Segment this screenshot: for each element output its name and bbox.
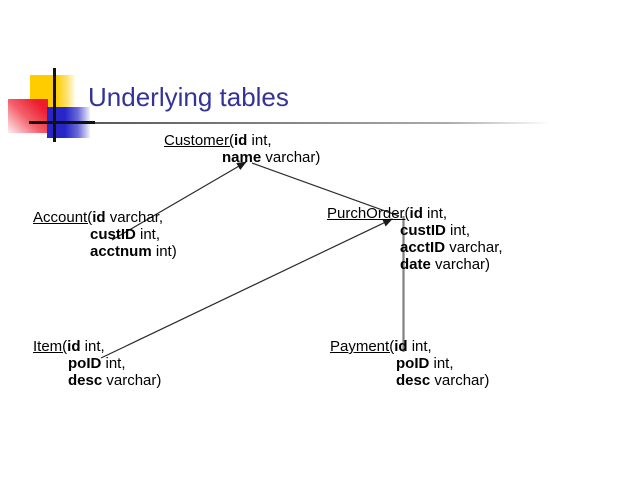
table-field-line: poID int, [330,355,489,372]
table-field-line: desc varchar) [330,372,489,389]
table-def-item: Item(id int,poID int,desc varchar) [33,338,161,389]
field-type: int, [80,338,105,355]
field-key: id [92,209,106,226]
field-key: id [394,338,408,355]
table-field-line: acctnum int) [33,243,177,260]
field-type: varchar) [430,372,490,389]
table-def-purchorder: PurchOrder(id int,custID int,acctID varc… [327,205,503,273]
table-def-account: Account(id varchar,custID int,acctnum in… [33,209,177,260]
table-field-line: desc varchar) [33,372,161,389]
table-field-line: name varchar) [164,149,320,166]
table-def-customer: Customer(id int,name varchar) [164,132,320,166]
table-def-payment: Payment(id int,poID int,desc varchar) [330,338,489,389]
table-name: Account( [33,209,93,226]
field-key: poID [68,355,102,372]
table-name: PurchOrder( [327,205,410,222]
field-type: varchar, [445,239,503,256]
field-key: custID [400,222,446,239]
field-type: int, [429,355,454,372]
field-key: desc [396,372,431,389]
table-field-line: acctID varchar, [327,239,503,256]
field-type: varchar) [261,149,321,166]
title-rule-fade [95,121,565,124]
field-key: name [222,149,262,166]
table-field-line: date varchar) [327,256,503,273]
field-type: int, [422,205,448,222]
table-field-line: Account(id varchar, [33,209,177,226]
field-type: int, [445,222,471,239]
title-rule-dark-segment [29,121,95,124]
table-field-line: poID int, [33,355,161,372]
decoration-red-square [8,99,48,133]
table-field-line: custID int, [33,226,177,243]
field-key: id [67,338,81,355]
field-key: date [400,256,431,273]
field-key: custID [90,226,136,243]
field-type: varchar) [102,372,162,389]
field-type: int, [407,338,432,355]
table-name: Payment( [330,338,395,355]
table-name: Customer( [164,132,235,149]
field-key: desc [68,372,103,389]
table-field-line: Payment(id int, [330,338,489,355]
field-type: int, [247,132,272,149]
decoration-vertical-line [53,68,56,142]
field-type: varchar, [105,209,164,226]
field-type: int) [151,243,177,260]
table-field-line: Customer(id int, [164,132,320,149]
field-type: varchar) [430,256,491,273]
table-name: Item( [33,338,68,355]
table-field-line: PurchOrder(id int, [327,205,503,222]
field-key: acctnum [90,243,152,260]
page-title: Underlying tables [88,82,289,112]
field-key: poID [396,355,430,372]
field-type: int, [135,226,161,243]
field-type: int, [101,355,126,372]
field-key: id [234,132,248,149]
table-field-line: custID int, [327,222,503,239]
field-key: id [409,205,423,222]
table-field-line: Item(id int, [33,338,161,355]
field-key: acctID [400,239,446,256]
